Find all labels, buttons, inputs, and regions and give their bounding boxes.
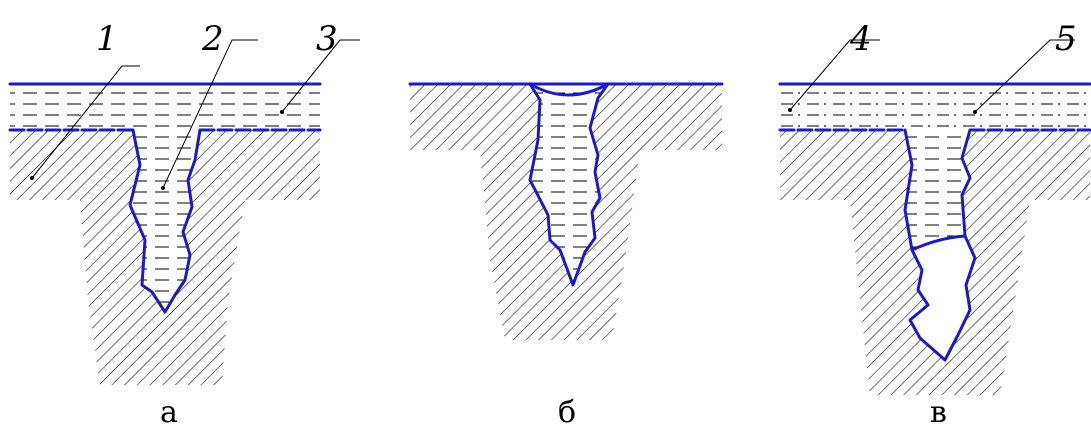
label-4: 4 (849, 19, 872, 59)
leader-2 (162, 39, 258, 189)
panel-a: 1 2 3 а (8, 19, 360, 430)
label-3: 3 (316, 19, 338, 59)
label-1: 1 (96, 19, 118, 59)
panel-c-cavity (910, 236, 975, 360)
panel-b: б (408, 82, 724, 430)
leader-1 (31, 65, 140, 179)
panel-a-film-dashes (10, 84, 320, 130)
panel-c-meniscus (910, 234, 967, 252)
panel-c: 4 5 в (778, 19, 1091, 430)
panel-a-crack-outline (128, 128, 202, 314)
leader-4 (789, 39, 880, 111)
leader-3 (281, 39, 360, 113)
panel-label-a: а (160, 395, 178, 430)
panel-c-crack-dashes (905, 130, 970, 250)
label-2: 2 (201, 19, 224, 59)
panel-b-meniscus (528, 82, 610, 97)
panel-label-b: б (558, 395, 576, 430)
panel-a-crack-dashes (130, 130, 200, 312)
panel-b-crack-outline (528, 82, 610, 287)
panel-label-c: в (930, 395, 947, 430)
panel-c-film-dashes (780, 84, 1090, 130)
leader-5 (974, 39, 1075, 113)
label-5: 5 (1055, 19, 1077, 59)
panel-b-crack-dashes (530, 84, 608, 285)
